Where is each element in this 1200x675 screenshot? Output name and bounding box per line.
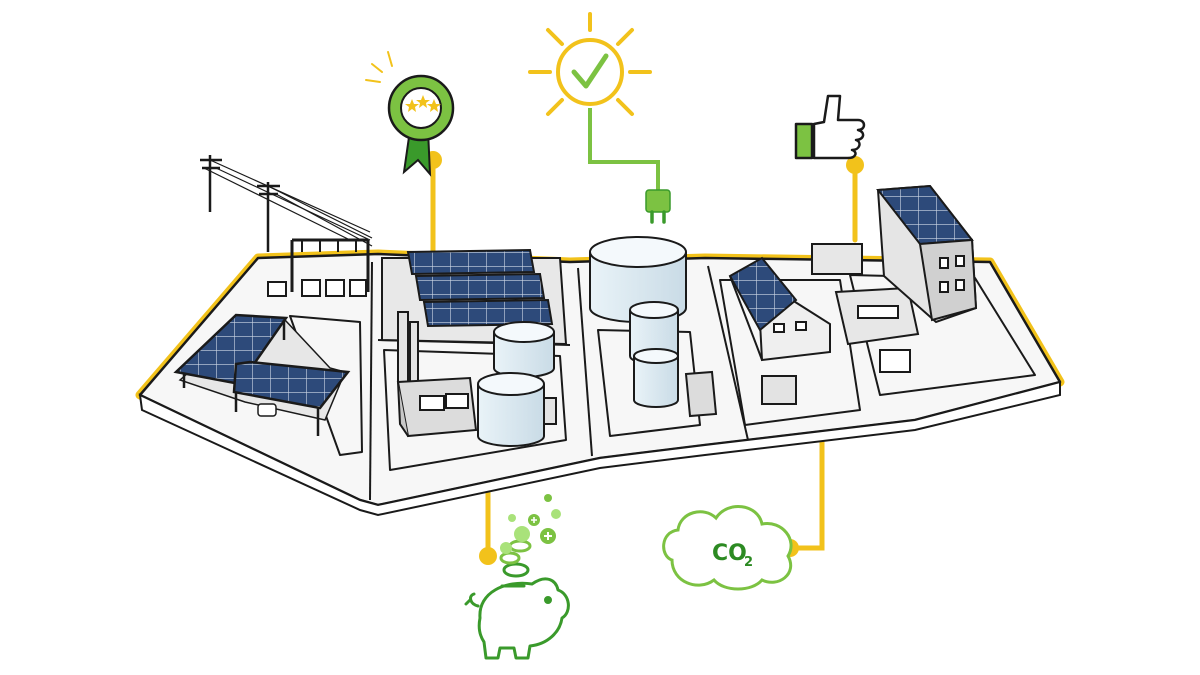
sun-check-icon xyxy=(528,12,652,116)
storage-tanks-left xyxy=(477,321,557,447)
solar-house xyxy=(728,243,863,405)
co2-label: CO xyxy=(712,541,747,566)
solar-carport xyxy=(173,313,351,436)
office-buildings xyxy=(834,184,978,373)
power-lines xyxy=(200,155,373,292)
power-plug-icon xyxy=(588,108,671,224)
co2-subscript: 2 xyxy=(744,555,753,570)
thumbs-up-icon xyxy=(794,94,866,160)
district-platform xyxy=(135,249,1065,517)
coins-bubbles xyxy=(500,494,561,554)
co2-cloud-icon: CO 2 xyxy=(662,505,793,591)
storage-tanks-middle xyxy=(589,236,718,418)
factory xyxy=(396,311,478,438)
award-ribbon-icon xyxy=(365,51,455,177)
transformers xyxy=(267,279,367,297)
